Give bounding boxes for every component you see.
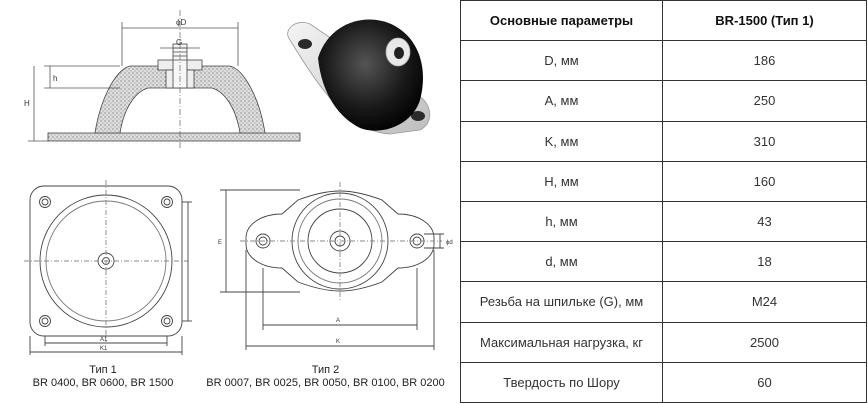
- dim-a-label: A: [336, 318, 340, 324]
- param-name: Максимальная нагрузка, кг: [460, 321, 663, 363]
- param-value: 186: [662, 40, 867, 82]
- param-name: h, мм: [460, 200, 663, 243]
- param-value: 160: [662, 160, 867, 202]
- table-row: H, мм 160: [460, 160, 867, 202]
- table-row: D, мм 186: [460, 40, 867, 82]
- dim-a1-label: A1: [100, 337, 108, 343]
- header-value: BR-1500 (Тип 1): [662, 0, 867, 42]
- param-name: Твердость по Шору: [460, 361, 663, 404]
- type1-title: Тип 1: [89, 364, 117, 376]
- table-row: Резьба на шпильке (G), мм M24: [460, 281, 867, 323]
- dim-k-label: K: [336, 339, 340, 345]
- table-row: Максимальная нагрузка, кг 2500: [460, 321, 867, 363]
- header-param: Основные параметры: [460, 0, 663, 42]
- param-name: D, мм: [460, 40, 663, 82]
- type1-caption: Тип 1 BR 0400, BR 0600, BR 1500: [28, 364, 178, 390]
- dim-e-label: E: [218, 240, 222, 246]
- param-value: 2500: [662, 321, 867, 363]
- param-value: 18: [662, 241, 867, 283]
- table-row: h, мм 43: [460, 200, 867, 243]
- param-value: 43: [662, 200, 867, 243]
- technical-drawings: ϕD G h H: [24, 10, 453, 390]
- type2-caption: Тип 2 BR 0007, BR 0025, BR 0050, BR 0100…: [198, 364, 453, 390]
- dim-g-label: G: [176, 38, 182, 47]
- type2-models: BR 0007, BR 0025, BR 0050, BR 0100, BR 0…: [206, 377, 445, 389]
- param-value: 60: [662, 361, 867, 404]
- param-name: A, мм: [460, 80, 663, 122]
- table-header-row: Основные параметры BR-1500 (Тип 1): [460, 0, 867, 42]
- param-name: H, мм: [460, 160, 663, 202]
- parameters-table: Основные параметры BR-1500 (Тип 1) D, мм…: [460, 0, 867, 404]
- type2-title: Тип 2: [311, 364, 340, 376]
- param-name: d, мм: [460, 241, 663, 283]
- table-row: K, мм 310: [460, 120, 867, 162]
- param-value: 250: [662, 80, 867, 122]
- dim-d-label: ϕD: [176, 18, 186, 27]
- dim-h-small-label: h: [53, 74, 57, 83]
- type2-top-view: [220, 182, 444, 350]
- param-name: K, мм: [460, 120, 663, 162]
- param-value: 310: [662, 120, 867, 162]
- type1-models: BR 0400, BR 0600, BR 1500: [32, 377, 174, 389]
- type1-top-view: [24, 180, 192, 355]
- dim-d-small-label: ϕd: [446, 240, 453, 246]
- dim-h-big-label: H: [24, 99, 30, 108]
- table-row: Твердость по Шору 60: [460, 361, 867, 404]
- dim-k1-label: K1: [100, 346, 108, 352]
- cross-section-drawing: [28, 10, 301, 150]
- table-row: d, мм 18: [460, 241, 867, 283]
- param-value: M24: [662, 281, 867, 323]
- product-photo: [287, 19, 431, 135]
- table-row: A, мм 250: [460, 80, 867, 122]
- param-name: Резьба на шпильке (G), мм: [460, 281, 663, 323]
